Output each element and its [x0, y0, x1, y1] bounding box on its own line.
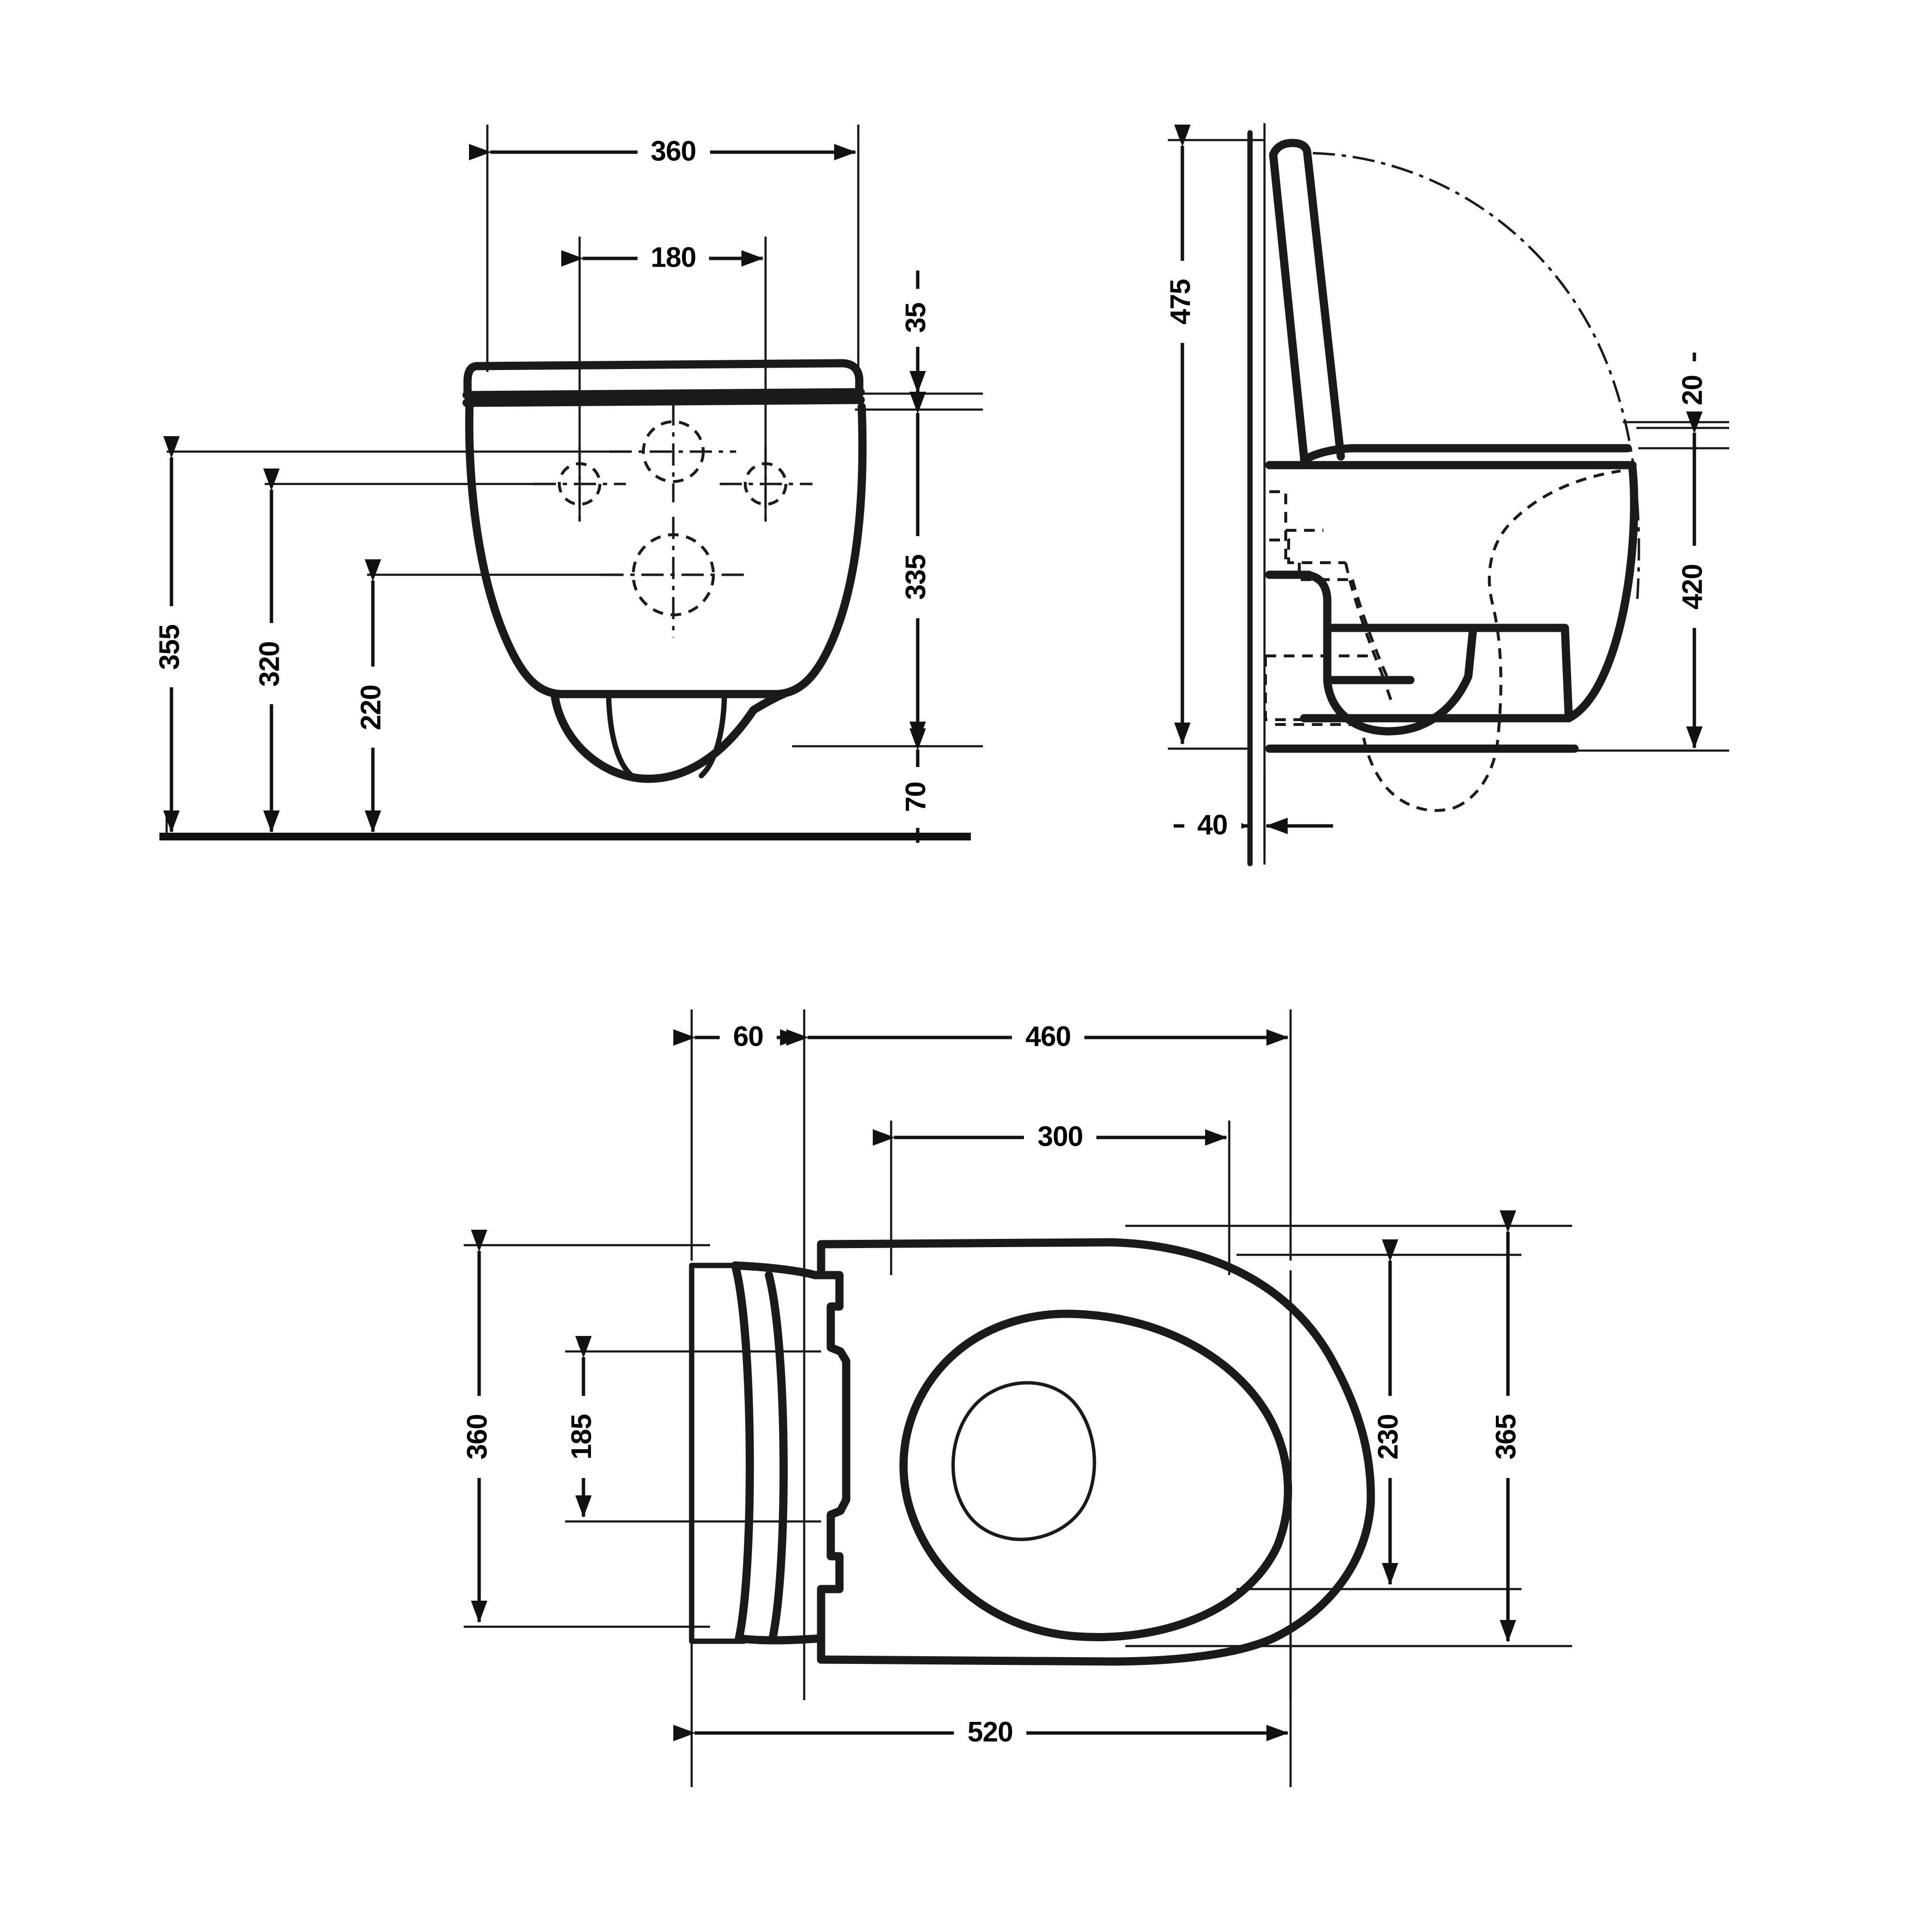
dim-plan-bowl-projection-460: 460	[786, 1020, 1289, 1055]
dim-label-front-body-height: 335	[900, 554, 931, 600]
dim-label-side-rim-offset: 20	[1676, 375, 1708, 406]
dim-front-bottom-gap-70: 70	[900, 728, 937, 843]
plan-water-spot	[951, 1381, 1096, 1541]
plan-rear-plate	[689, 1263, 747, 1644]
front-left-extension-lines	[165, 450, 610, 836]
dim-label-plan-seat-opening: 300	[1037, 1121, 1083, 1152]
dim-label-fixing-centres: 180	[651, 242, 696, 273]
dim-label-front-width: 360	[651, 135, 696, 167]
front-bowl-body	[465, 402, 867, 783]
front-seat-lid	[462, 359, 865, 407]
dim-front-seat-thickness-35: 35	[900, 270, 937, 393]
dim-label-front-total-height: 355	[154, 625, 185, 670]
plan-seat-ring	[899, 1309, 1293, 1641]
dim-plan-overall-width-360: 360	[461, 1230, 498, 1623]
dim-front-rim-height-320: 320	[254, 469, 290, 833]
front-fixing-hole-upper-centre	[610, 403, 736, 502]
dim-label-plan-total-depth: 520	[967, 1716, 1013, 1747]
dim-label-side-wall-height: 475	[1165, 279, 1196, 325]
side-wall-lines	[1168, 123, 1266, 867]
dim-side-wall-height-475: 475	[1165, 125, 1201, 745]
dim-front-total-height-355: 355	[154, 436, 190, 833]
dim-label-seat-thickness: 35	[900, 303, 931, 333]
dim-label-plan-bracket-width: 185	[566, 1414, 597, 1460]
dim-fixing-centres-180: 180	[561, 242, 764, 276]
dim-front-body-height-335: 335	[900, 392, 937, 744]
dim-side-wall-thickness-40: 40	[1174, 773, 1333, 850]
dim-plan-seat-opening-300: 300	[873, 1120, 1227, 1155]
plan-bowl-outline	[817, 1238, 1375, 1666]
dim-plan-rear-offset-60: 60	[673, 1020, 802, 1055]
side-elevation-view: 475	[1165, 123, 1729, 867]
dim-label-plan-outer-width: 365	[1490, 1414, 1521, 1460]
side-right-extension-lines	[1570, 421, 1729, 752]
dim-label-front-bottom-gap: 70	[900, 782, 931, 812]
dim-front-width-360: 360	[469, 135, 856, 170]
side-bowl-body	[1265, 464, 1638, 753]
side-lid-swing-arc	[1312, 152, 1640, 599]
plan-hinge-ribs	[731, 1261, 825, 1645]
front-extension-lines	[486, 125, 860, 522]
plan-mounting-bracket	[811, 1271, 851, 1593]
dim-label-plan-opening-width: 230	[1372, 1414, 1404, 1460]
side-hidden-internals	[1264, 469, 1621, 812]
side-lid-raised	[1269, 139, 1345, 462]
front-elevation-view: 360 180	[154, 125, 983, 843]
front-outlet-centre	[601, 517, 746, 638]
dim-plan-outer-width-365: 365	[1490, 1210, 1527, 1642]
dim-side-rim-offset-20: 20	[1676, 353, 1713, 422]
front-fixing-hole-left	[534, 447, 626, 522]
dim-label-plan-bowl-projection: 460	[1025, 1021, 1071, 1052]
front-right-extension-lines	[792, 392, 983, 748]
dim-label-side-projection-height: 420	[1676, 564, 1708, 610]
side-seat-rim	[1265, 444, 1637, 469]
dim-side-projection-height-420: 420	[1676, 412, 1713, 749]
dim-plan-bracket-width-185: 185	[566, 1336, 602, 1518]
dim-label-plan-rear-offset: 60	[733, 1021, 764, 1052]
dim-plan-total-depth-520: 520	[673, 1716, 1289, 1750]
front-fixing-hole-right	[720, 447, 812, 522]
dim-plan-opening-width-230: 230	[1372, 1239, 1409, 1585]
plan-view: 60 460 300	[461, 1009, 1572, 1787]
dim-label-side-wall-thickness: 40	[1197, 809, 1228, 840]
dim-front-outlet-height-220: 220	[355, 559, 392, 833]
dim-label-front-outlet-height: 220	[355, 685, 386, 730]
dim-label-plan-overall-width: 360	[461, 1414, 493, 1460]
dim-label-front-rim-height: 320	[254, 641, 285, 687]
